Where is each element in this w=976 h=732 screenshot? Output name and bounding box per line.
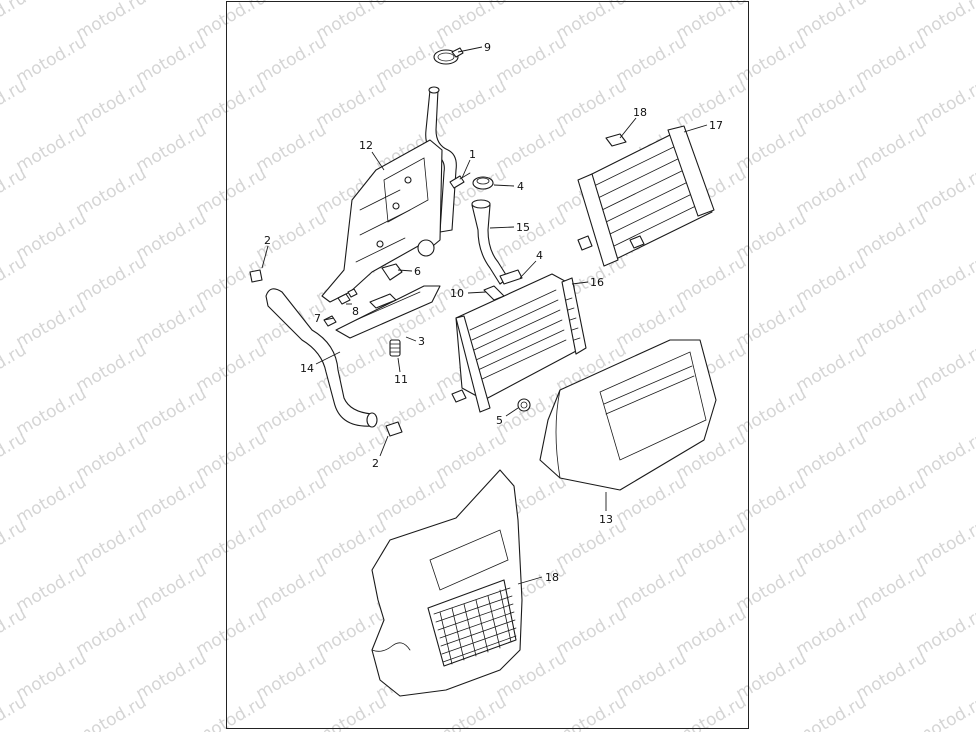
callout-1: 1 (469, 148, 476, 161)
callout-4-upper: 4 (517, 180, 524, 193)
callout-18-upper: 18 (633, 106, 647, 119)
part-1-bolt (449, 172, 471, 189)
part-7-bolt (323, 315, 337, 327)
callout-3: 3 (418, 335, 425, 348)
callout-12: 12 (359, 139, 373, 152)
part-15-hose (471, 199, 509, 285)
diagram-frame (226, 1, 749, 729)
part-17-radiator-assembly (577, 125, 715, 267)
part-5-washer (517, 398, 531, 412)
part-18-lower-fairing (371, 469, 523, 697)
callout-15: 15 (516, 221, 530, 234)
callout-8: 8 (352, 305, 359, 318)
part-13-radiator-cover (539, 339, 717, 491)
callout-5: 5 (496, 414, 503, 427)
callout-2-upper: 2 (264, 234, 271, 247)
callout-7: 7 (314, 312, 321, 325)
callout-18-lower: 18 (545, 571, 559, 584)
part-4-cap-upper (472, 176, 494, 190)
part-8-bolt (337, 288, 358, 305)
part-11-spring-bolt (389, 339, 401, 357)
part-16-radiator (451, 273, 587, 413)
part-3-shield-plate (335, 285, 441, 339)
part-2-clamp-upper (249, 269, 263, 283)
part-2-clamp-lower (385, 421, 403, 437)
callout-2-lower: 2 (372, 457, 379, 470)
callout-14: 14 (300, 362, 314, 375)
part-12-mounting-bracket (321, 139, 443, 303)
callout-11: 11 (394, 373, 408, 386)
part-14-lower-hose (265, 288, 378, 428)
leader-lines (261, 46, 708, 585)
part-4-cap-lower (499, 269, 523, 285)
callout-10: 10 (450, 287, 464, 300)
callout-17: 17 (709, 119, 723, 132)
callout-13: 13 (599, 513, 613, 526)
callouts: 9 18 17 12 1 4 15 2 6 4 16 10 8 7 3 14 1… (264, 41, 723, 584)
callout-9: 9 (484, 41, 491, 54)
callout-16: 16 (590, 276, 604, 289)
callout-6: 6 (414, 265, 421, 278)
part-6-clamp (381, 263, 403, 281)
callout-4-lower: 4 (536, 249, 543, 262)
part-9-hose-clamp (433, 47, 464, 65)
